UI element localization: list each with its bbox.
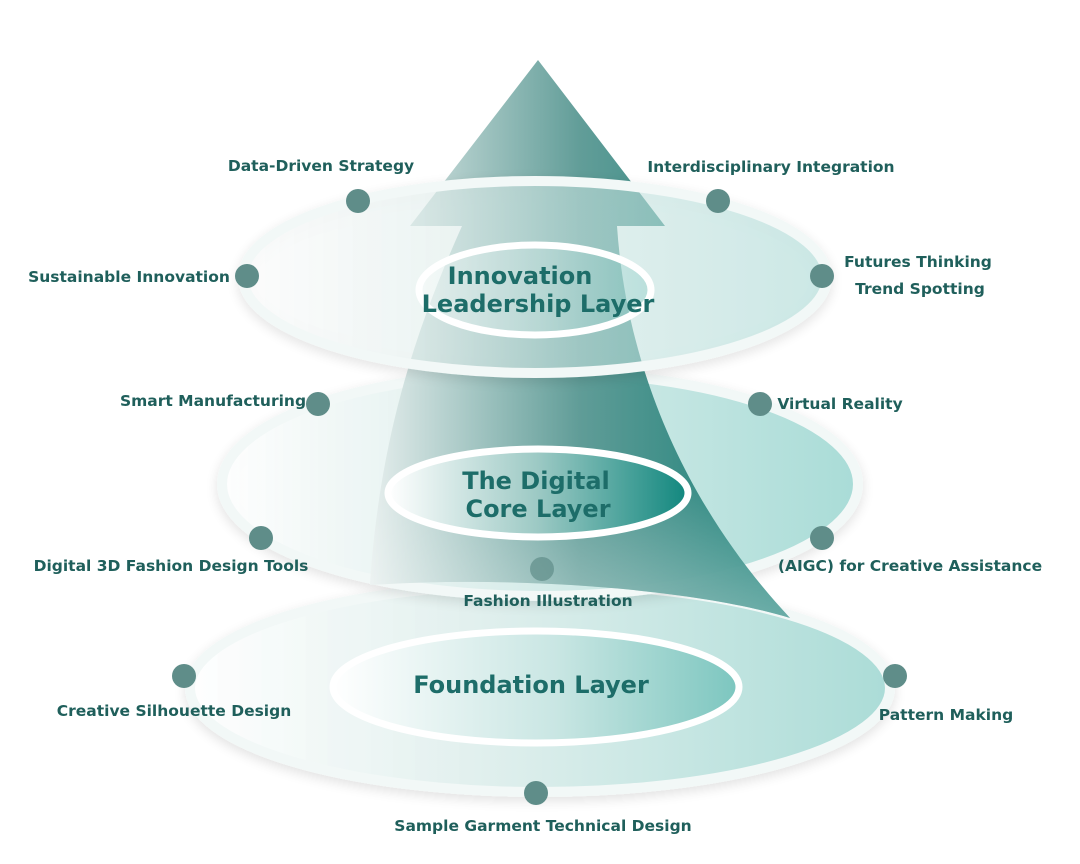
label-sample-garment: Sample Garment Technical Design <box>394 817 691 835</box>
node-dot-digital-3d-tools <box>249 526 273 550</box>
label-creative-silhouette: Creative Silhouette Design <box>57 702 292 720</box>
label-smart-manufacturing: Smart Manufacturing <box>120 392 306 410</box>
node-dot-data-driven-strategy <box>346 189 370 213</box>
node-dot-virtual-reality <box>748 392 772 416</box>
label-futures-thinking: Futures Thinking <box>844 253 992 271</box>
node-dot-sustainable-innovation <box>235 264 259 288</box>
innovation-layer-title-line2: Leadership Layer <box>422 290 655 318</box>
label-trend-spotting: Trend Spotting <box>855 280 985 298</box>
innovation-title-ring <box>415 241 655 339</box>
node-dot-interdisciplinary-integration <box>706 189 730 213</box>
label-interdisciplinary-integration: Interdisciplinary Integration <box>647 158 894 176</box>
digital-layer-title-line2: Core Layer <box>465 495 610 523</box>
node-dot-smart-manufacturing <box>306 392 330 416</box>
node-dot-futures-thinking <box>810 264 834 288</box>
foundation-layer-title: Foundation Layer <box>413 671 649 699</box>
node-dot-aigc-assistance <box>810 526 834 550</box>
label-sustainable-innovation: Sustainable Innovation <box>28 268 230 286</box>
label-fashion-illustration: Fashion Illustration <box>463 592 632 610</box>
label-pattern-making: Pattern Making <box>879 706 1013 724</box>
label-aigc-assistance: (AIGC) for Creative Assistance <box>778 557 1042 575</box>
foundation-title-ring <box>329 627 743 747</box>
label-data-driven-strategy: Data-Driven Strategy <box>228 157 414 175</box>
node-dot-sample-garment <box>524 781 548 805</box>
label-digital-3d-tools: Digital 3D Fashion Design Tools <box>34 557 309 575</box>
innovation-layer-title-line1: Innovation <box>448 262 593 290</box>
node-dot-pattern-making <box>883 664 907 688</box>
digital-title-ring <box>384 445 692 541</box>
node-dot-fashion-illustration <box>530 557 554 581</box>
digital-layer-title-line1: The Digital <box>462 467 610 495</box>
node-dot-creative-silhouette <box>172 664 196 688</box>
label-virtual-reality: Virtual Reality <box>777 395 902 413</box>
